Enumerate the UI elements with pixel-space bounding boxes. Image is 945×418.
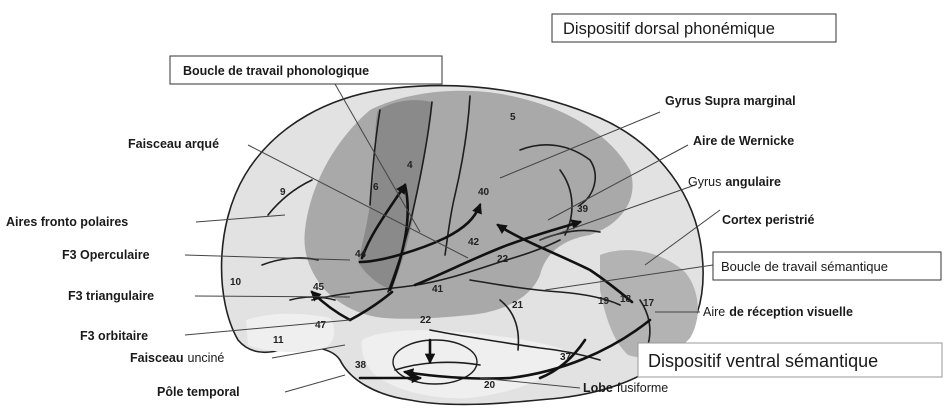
gyrus-angulaire-thin: Gyrus (688, 175, 721, 189)
area-44: 44 (355, 249, 367, 260)
area-45: 45 (313, 282, 325, 293)
gyrus-angulaire-bold: angulaire (725, 175, 781, 189)
area-37: 37 (560, 352, 572, 363)
label-gyrus-supra-marginal: Gyrus Supra marginal (665, 94, 796, 108)
area-11: 11 (273, 335, 284, 346)
ventral-box: Dispositif ventral sémantique (638, 343, 942, 377)
dorsal-title: Dispositif dorsal phonémique (563, 20, 775, 38)
label-aires-fronto-polaires: Aires fronto polaires (6, 215, 128, 229)
area-9: 9 (280, 187, 286, 198)
area-5: 5 (510, 112, 516, 123)
area-17: 17 (643, 298, 655, 309)
area-22-upper: 22 (497, 254, 509, 265)
area-21: 21 (512, 300, 524, 311)
area-10: 10 (230, 277, 242, 288)
faisceau-uncine-bold: Faisceau (130, 351, 184, 365)
area-22-lower: 22 (420, 315, 432, 326)
label-aire-reception-visuelle: Aire de réception visuelle (703, 305, 853, 319)
area-41: 41 (432, 284, 444, 295)
lobe-fusiforme-bold: Lobe (583, 381, 613, 395)
area-38: 38 (355, 360, 367, 371)
label-f3-triangulaire: F3 triangulaire (68, 289, 154, 303)
semantic-loop-label: Boucle de travail sémantique (721, 259, 888, 274)
area-39: 39 (577, 204, 589, 215)
area-4: 4 (407, 160, 413, 171)
lobe-fusiforme-thin: fusiforme (617, 381, 668, 395)
phonological-loop-box: Boucle de travail phonologique (170, 56, 442, 84)
aire-reception-bold: de réception visuelle (729, 305, 853, 319)
area-19: 19 (598, 296, 610, 307)
area-6: 6 (373, 182, 379, 193)
area-40: 40 (478, 187, 490, 198)
label-f3-operculaire: F3 Operculaire (62, 248, 150, 262)
label-f3-orbitaire: F3 orbitaire (80, 329, 148, 343)
ventral-title: Dispositif ventral sémantique (648, 351, 878, 371)
label-gyrus-angulaire: Gyrus angulaire (688, 175, 781, 189)
area-47: 47 (315, 320, 327, 331)
phonological-loop-label: Boucle de travail phonologique (183, 64, 369, 78)
area-20: 20 (484, 380, 496, 391)
faisceau-uncine-thin: unciné (188, 351, 225, 365)
label-faisceau-arque: Faisceau arqué (128, 137, 219, 151)
label-aire-de-wernicke: Aire de Wernicke (693, 134, 794, 148)
brain-illustration (222, 86, 704, 405)
label-faisceau-uncine: Faisceau unciné (130, 351, 224, 365)
aire-reception-thin: Aire (703, 305, 725, 319)
area-18: 18 (620, 294, 632, 305)
semantic-loop-box: Boucle de travail sémantique (713, 252, 941, 280)
dorsal-box: Dispositif dorsal phonémique (552, 14, 836, 42)
label-cortex-peristrie: Cortex peristrié (722, 213, 814, 227)
area-42: 42 (468, 237, 480, 248)
label-lobe-fusiforme: Lobe fusiforme (583, 381, 668, 395)
label-pole-temporal: Pôle temporal (157, 385, 240, 399)
